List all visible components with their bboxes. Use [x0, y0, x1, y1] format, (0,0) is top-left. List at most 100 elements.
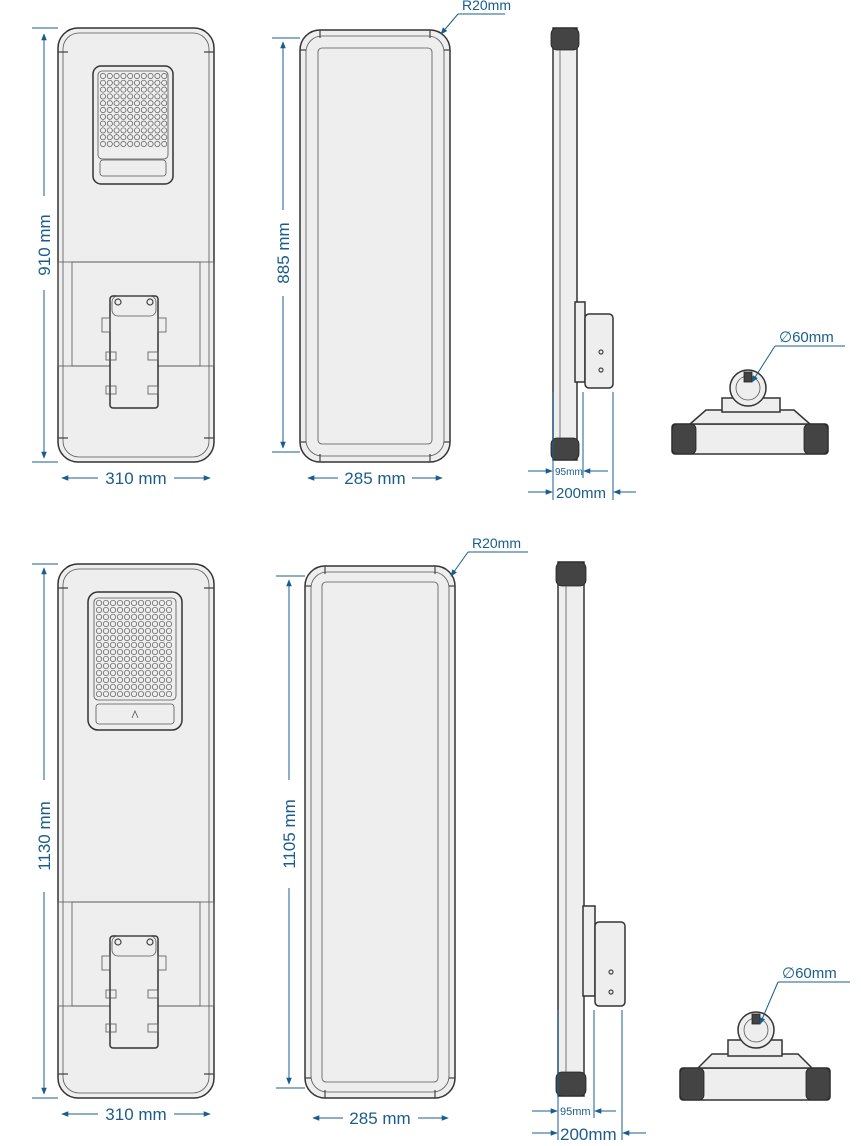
led-dot	[106, 79, 113, 86]
dim-end-diameter-910: ∅60mm	[751, 329, 845, 383]
led-dot	[102, 669, 110, 677]
led-dot	[158, 669, 166, 677]
led-dot	[100, 73, 106, 79]
led-dot	[109, 662, 117, 670]
led-dot	[147, 93, 154, 100]
led-dot	[158, 662, 166, 670]
led-dot	[147, 120, 154, 127]
led-dot	[158, 599, 166, 607]
led-dot	[100, 100, 106, 107]
led-dot	[137, 655, 145, 663]
led-dot	[154, 100, 161, 107]
led-dot	[134, 107, 140, 113]
led-dot	[109, 669, 117, 677]
led-dot	[113, 107, 120, 113]
led-dot	[147, 127, 154, 134]
led-dot	[165, 655, 173, 663]
led-array	[100, 73, 168, 147]
led-array	[95, 599, 173, 698]
end-view-910	[671, 369, 829, 455]
led-dot	[95, 683, 103, 691]
led-dot	[113, 93, 120, 100]
led-dot	[165, 599, 173, 607]
led-dot	[113, 113, 120, 120]
led-dot	[106, 141, 113, 147]
solar-panel	[321, 581, 439, 1083]
led-dot	[134, 120, 140, 127]
led-dot	[127, 79, 134, 86]
led-dot	[144, 620, 152, 628]
led-dot	[123, 690, 131, 698]
front-width-label: 310 mm	[105, 1105, 166, 1124]
back-view-1105	[304, 565, 456, 1099]
dim-front-height-910: 910 mm	[32, 27, 58, 463]
dim-front-width-310-b: 310 mm	[61, 1105, 211, 1124]
led-dot	[165, 620, 173, 628]
front-width-label: 310 mm	[105, 469, 166, 488]
led-dot	[102, 641, 110, 649]
led-dot	[113, 73, 120, 79]
led-dot	[123, 599, 131, 607]
led-dot	[161, 93, 168, 100]
led-dot	[140, 134, 147, 141]
led-dot	[158, 676, 166, 684]
led-dot	[140, 107, 147, 113]
led-dot	[109, 613, 117, 621]
led-dot	[140, 79, 147, 86]
led-dot	[154, 120, 161, 127]
led-dot	[123, 676, 131, 684]
led-dot	[158, 655, 166, 663]
led-dot	[130, 599, 138, 607]
led-dot	[144, 634, 152, 642]
led-dot	[123, 627, 131, 635]
led-dot	[116, 676, 124, 684]
side-view-1130	[555, 561, 626, 1097]
led-dot	[151, 606, 159, 614]
led-dot	[165, 613, 173, 621]
led-dot	[102, 613, 110, 621]
led-dot	[123, 683, 131, 691]
led-dot	[165, 627, 173, 635]
led-dot	[130, 641, 138, 649]
led-dot	[134, 113, 140, 120]
led-dot	[140, 100, 147, 107]
led-dot	[151, 599, 159, 607]
end-diameter-label: ∅60mm	[782, 965, 837, 982]
back-width-label: 285 mm	[344, 469, 405, 488]
led-dot	[154, 86, 161, 93]
led-dot	[144, 648, 152, 656]
led-dot	[147, 134, 154, 141]
led-dot	[137, 683, 145, 691]
led-dot	[123, 634, 131, 642]
led-dot	[123, 641, 131, 649]
led-dot	[140, 73, 147, 79]
back-radius-label: R20mm	[472, 535, 521, 551]
led-dot	[116, 683, 124, 691]
led-dot	[116, 641, 124, 649]
led-dot	[106, 100, 113, 107]
led-dot	[127, 113, 134, 120]
led-dot	[147, 141, 154, 147]
led-dot	[95, 690, 103, 698]
dim-back-height-885: 885 mm	[272, 37, 300, 453]
led-dot	[120, 113, 127, 120]
led-dot	[102, 620, 110, 628]
led-dot	[147, 107, 154, 113]
led-dot	[151, 634, 159, 642]
led-dot	[134, 134, 140, 141]
led-dot	[113, 79, 120, 86]
led-dot	[165, 641, 173, 649]
led-dot	[161, 141, 168, 147]
led-dot	[165, 634, 173, 642]
led-dot	[95, 613, 103, 621]
led-dot	[144, 669, 152, 677]
side-bracket	[594, 921, 626, 1007]
led-dot	[130, 648, 138, 656]
led-dot	[120, 86, 127, 93]
led-dot	[106, 134, 113, 141]
led-dot	[154, 79, 161, 86]
dim-back-width-285-b: 285 mm	[312, 1109, 449, 1128]
led-dot	[95, 620, 103, 628]
led-dot	[109, 634, 117, 642]
